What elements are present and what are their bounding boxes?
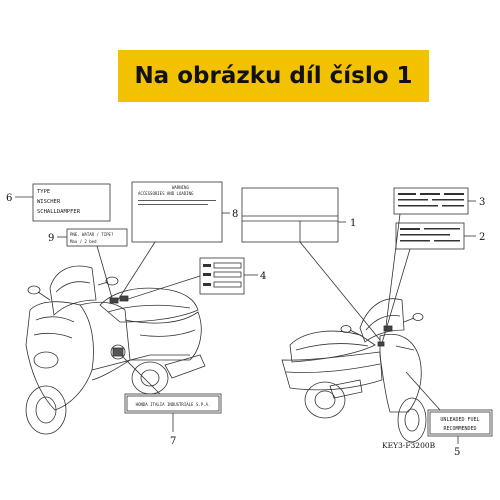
callout-1: 1 xyxy=(350,218,356,229)
label-5-line-1: UNLEADED FUEL xyxy=(440,417,479,423)
label-9-line-1: PNE. WATAR / TIPE? xyxy=(70,232,114,237)
label-8-line-2: ACCESSORIES AND LOADING xyxy=(138,191,194,196)
banner-title: Na obrázku díl číslo 1 xyxy=(134,63,413,89)
label-7-text: HONDA ITALIA INDUSTRIALE S.P.A. xyxy=(136,402,211,407)
callout-2: 2 xyxy=(479,232,485,243)
label-8-line-1: WARNING xyxy=(172,185,189,190)
scooter-left-drawing xyxy=(25,265,206,435)
label-8-box xyxy=(131,181,223,243)
callout-3: 3 xyxy=(479,197,485,208)
callout-4: 4 xyxy=(260,271,266,282)
scooter-right-drawing xyxy=(281,298,427,443)
label-5-box xyxy=(427,409,493,437)
label-9-line-2: Max / 2 bed xyxy=(70,239,97,244)
label-2-box xyxy=(395,222,465,250)
callout-9: 9 xyxy=(48,233,54,244)
label-6-box xyxy=(32,183,111,222)
label-6-line-2: WISCHER xyxy=(37,199,61,205)
callout-6: 6 xyxy=(6,193,12,204)
label-6-line-3: SCHALLDAMPFER xyxy=(37,209,81,215)
label-6-line-1: TYPE xyxy=(37,189,50,195)
label-1-box xyxy=(241,187,339,243)
callout-8: 8 xyxy=(232,209,238,220)
title-banner: Na obrázku díl číslo 1 xyxy=(118,50,429,102)
callout-5: 5 xyxy=(454,447,460,458)
label-3-box xyxy=(393,187,469,215)
callout-7: 7 xyxy=(170,436,176,447)
label-5-line-2: RECOMMENDED xyxy=(443,426,476,432)
drawing-code: KEY3-F3200B xyxy=(382,441,436,450)
